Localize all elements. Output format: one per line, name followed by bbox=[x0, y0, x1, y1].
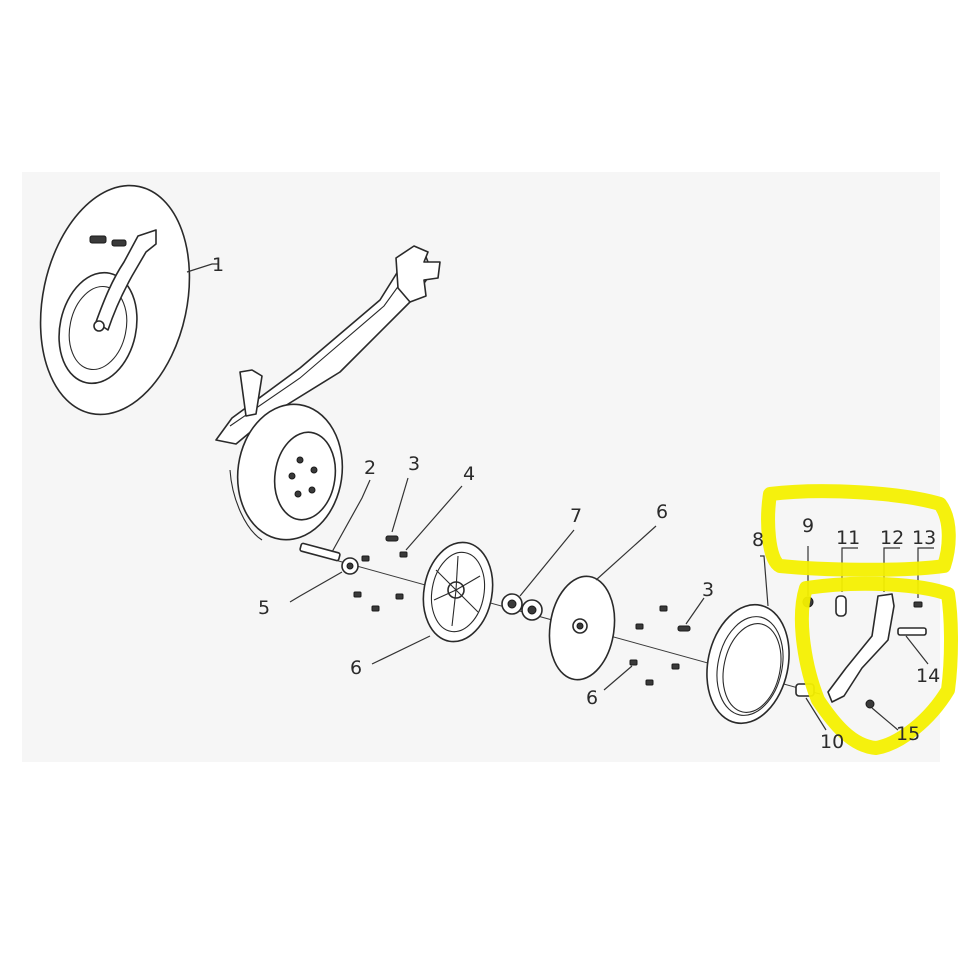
leader-3a bbox=[391, 477, 409, 533]
leader-11 bbox=[841, 547, 858, 592]
coulter-pin bbox=[89, 235, 107, 244]
hub-flange-6a bbox=[371, 541, 494, 665]
callout-12: 12 bbox=[880, 527, 904, 549]
leader-15 bbox=[871, 707, 899, 731]
coulter-bolt bbox=[93, 320, 105, 332]
disc-6b bbox=[548, 525, 657, 681]
bolt-shaft bbox=[299, 542, 341, 562]
leader-7 bbox=[519, 529, 575, 597]
callout-9: 9 bbox=[802, 515, 814, 537]
leader-6c bbox=[603, 665, 633, 691]
bolt-part-2 bbox=[299, 479, 371, 562]
callout-5: 5 bbox=[258, 597, 270, 619]
leader-3b bbox=[685, 597, 705, 625]
leader-2 bbox=[331, 479, 371, 553]
screw-group-left bbox=[353, 477, 463, 612]
callout-3-right: 3 bbox=[702, 579, 714, 601]
callout-3: 3 bbox=[408, 453, 420, 475]
callout-6-bottom: 6 bbox=[586, 687, 598, 709]
leader-4 bbox=[405, 485, 463, 551]
callout-8: 8 bbox=[752, 529, 764, 551]
leader-8 bbox=[760, 555, 769, 607]
part-13-screw bbox=[913, 601, 923, 608]
leader-5 bbox=[289, 571, 343, 603]
part-12-arm bbox=[827, 593, 895, 703]
part-11-spacer bbox=[835, 595, 847, 617]
frame-knob bbox=[395, 245, 441, 303]
part-14-pin bbox=[897, 627, 927, 636]
leader-14 bbox=[905, 635, 929, 665]
screw-3a bbox=[385, 535, 399, 542]
yellow-highlight-marks bbox=[761, 484, 958, 755]
callout-10: 10 bbox=[820, 731, 844, 753]
frame-arm-edge bbox=[229, 269, 411, 427]
tire-outer bbox=[706, 603, 790, 725]
callout-15: 15 bbox=[896, 723, 920, 745]
leader-6a bbox=[371, 635, 431, 665]
highlight-top bbox=[761, 484, 956, 577]
screw-4 bbox=[399, 551, 408, 558]
leader-6b bbox=[595, 525, 657, 581]
coulter-pin-2 bbox=[111, 239, 127, 247]
callout-11: 11 bbox=[836, 527, 860, 549]
callout-14: 14 bbox=[916, 665, 940, 687]
highlight-bottom bbox=[794, 576, 958, 755]
part-15-nut bbox=[865, 699, 875, 709]
nut-part-5 bbox=[289, 557, 359, 603]
seed-tube-top bbox=[239, 369, 263, 417]
housing-shadow bbox=[229, 469, 263, 541]
gauge-wheel-hub bbox=[273, 431, 337, 521]
callout-7: 7 bbox=[570, 505, 582, 527]
leader-1 bbox=[186, 263, 218, 273]
screw-group-right bbox=[603, 597, 705, 691]
tire-part-8 bbox=[706, 555, 790, 725]
callout-4: 4 bbox=[463, 463, 475, 485]
callout-13: 13 bbox=[912, 527, 936, 549]
callout-2: 2 bbox=[364, 457, 376, 479]
screw-3b bbox=[677, 625, 691, 632]
coulter-hub-inner bbox=[68, 285, 128, 371]
coulter-disc-assembly bbox=[39, 184, 218, 416]
coulter-arm bbox=[95, 229, 157, 331]
leader-10 bbox=[805, 697, 827, 731]
bearing-part-7 bbox=[501, 529, 575, 621]
callout-6-left: 6 bbox=[350, 657, 362, 679]
callout-1: 1 bbox=[212, 254, 224, 276]
row-unit-frame bbox=[215, 245, 441, 541]
callout-6-middle: 6 bbox=[656, 501, 668, 523]
callout-labels: 1 2 3 4 5 6 7 6 3 6 8 9 11 12 13 14 10 1… bbox=[212, 254, 940, 753]
